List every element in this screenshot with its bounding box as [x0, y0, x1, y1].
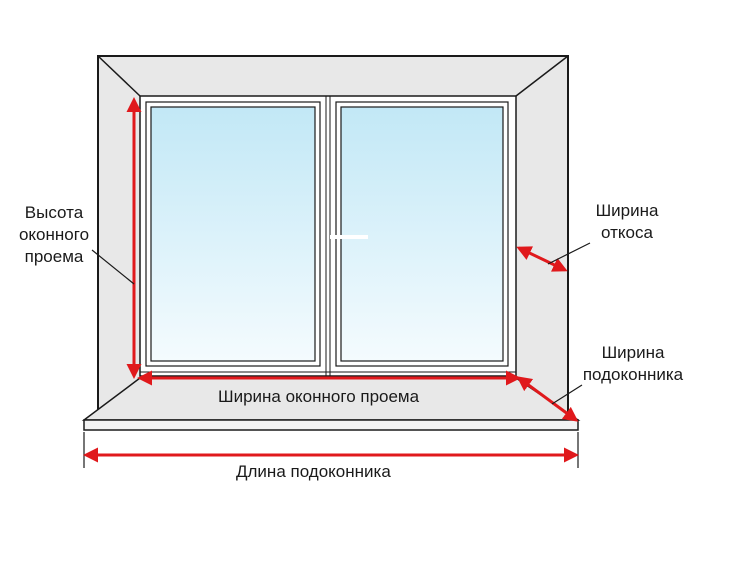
left-sash — [145, 101, 321, 367]
opening-height-label: Высота оконного проема — [18, 203, 90, 266]
sill-length-label: Длина подоконника — [236, 462, 391, 481]
opening-height-leader — [91, 249, 135, 285]
sill-width-leader — [551, 384, 583, 405]
sill-width-label: Ширина подоконника — [582, 343, 684, 384]
window-handle — [330, 235, 368, 239]
reveal-width-leader — [547, 242, 591, 265]
reveal-width-label: Ширина откоса — [595, 201, 659, 242]
sill-width-arrow — [516, 376, 579, 422]
reveal-width-arrow — [516, 246, 568, 272]
opening-width-label: Ширина оконного проема — [218, 387, 420, 406]
right-sash — [330, 101, 509, 367]
